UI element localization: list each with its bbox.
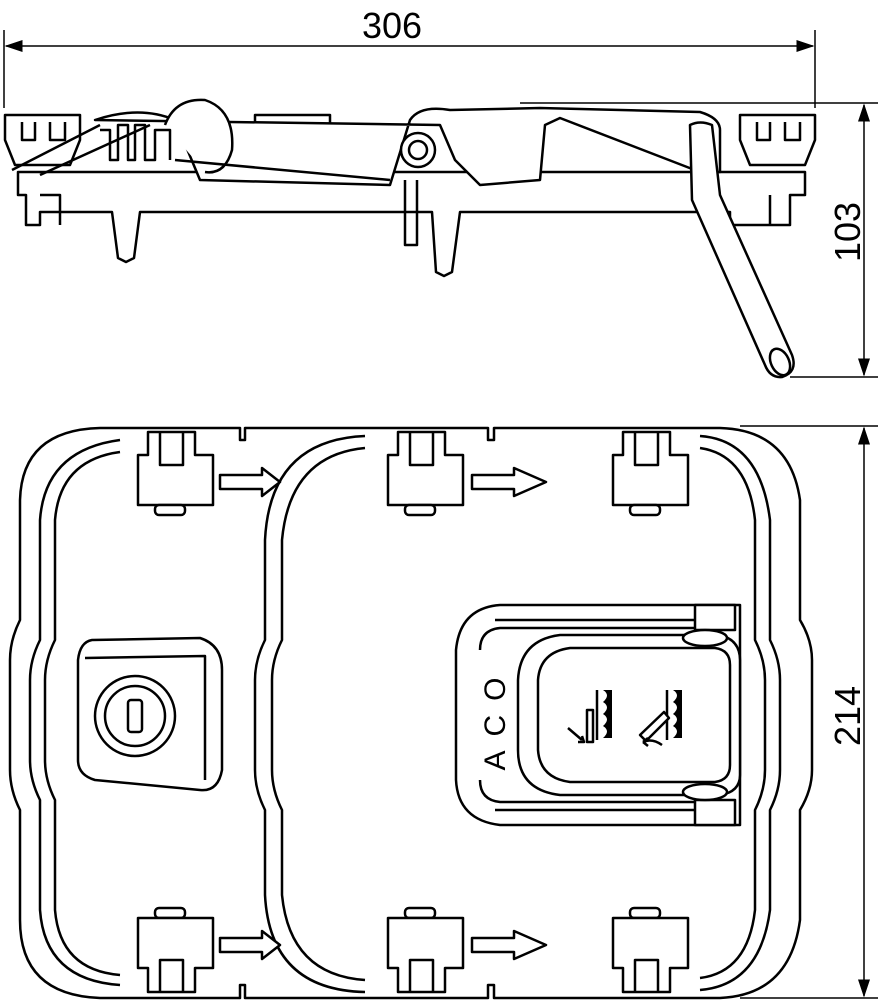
arrow-icon xyxy=(218,466,548,961)
instruction-pictogram xyxy=(567,690,682,747)
plan-view: ACO xyxy=(8,426,814,1000)
dimension-depth-label: 214 xyxy=(827,686,868,746)
clip-bottom-mid xyxy=(386,906,465,994)
dimension-depth: 214 xyxy=(740,425,878,999)
clip-top-right xyxy=(611,430,690,517)
dimension-height-label: 103 xyxy=(827,202,868,262)
dimension-width-label: 306 xyxy=(362,5,422,46)
hinge xyxy=(693,603,737,632)
hinge xyxy=(693,798,737,827)
clip-top-mid xyxy=(386,430,465,517)
clip-bottom-right xyxy=(611,906,690,994)
dimension-width: 306 xyxy=(3,5,816,108)
side-view xyxy=(3,98,817,379)
dimension-height: 103 xyxy=(520,102,878,378)
aco-logo: ACO xyxy=(479,663,512,770)
lock-housing xyxy=(76,636,224,792)
keyhole-icon xyxy=(126,698,144,734)
handle-recess: ACO xyxy=(454,603,742,827)
clip-top-left xyxy=(136,430,215,517)
clip-bottom-left xyxy=(136,906,215,994)
